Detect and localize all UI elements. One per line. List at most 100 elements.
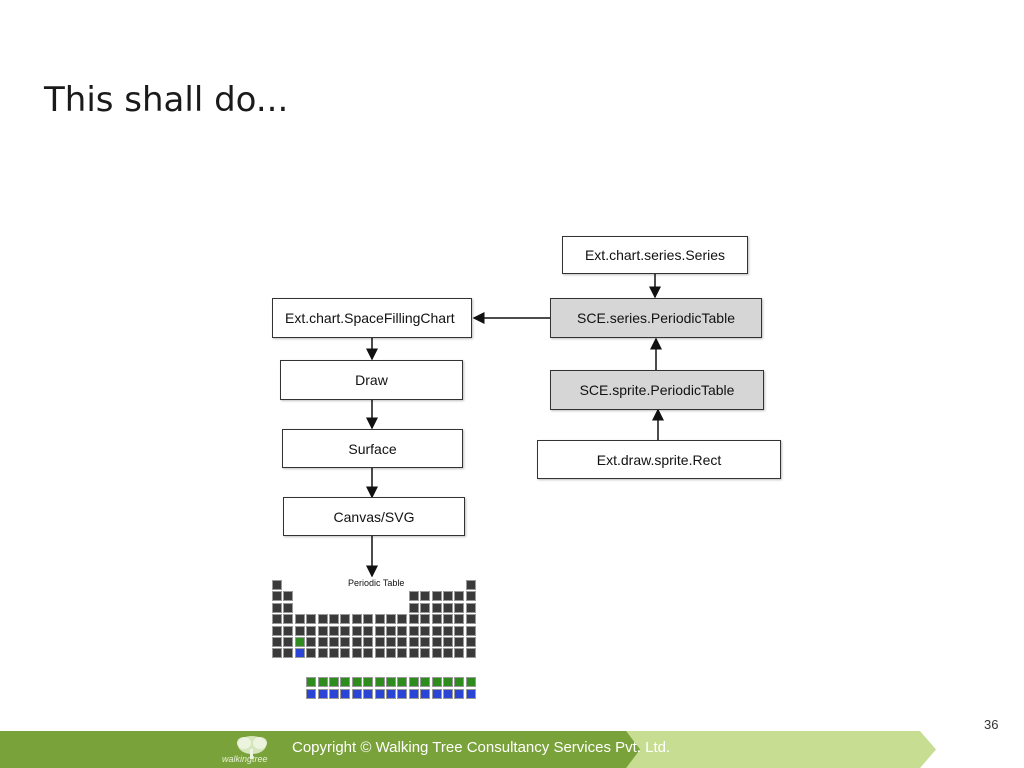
periodic-table-cell [420,625,431,636]
periodic-table-cell [465,591,476,602]
periodic-table-cell [272,637,282,647]
periodic-table-cell [465,688,476,699]
periodic-table-cell [317,614,328,625]
periodic-table-cell [363,648,374,659]
periodic-table-cell [374,625,385,636]
periodic-table-cell [397,688,408,699]
periodic-table-cell [454,591,465,602]
periodic-table-cell [306,648,317,659]
periodic-table-cell [294,614,305,625]
periodic-table-cell [306,677,317,688]
periodic-table-cell [408,688,419,699]
periodic-table-cell [351,677,362,688]
periodic-table-title: Periodic Table [348,578,405,588]
periodic-table-cell [408,625,419,636]
periodic-table-cell [272,591,282,602]
periodic-table-cell [351,688,362,699]
periodic-table-cell [283,614,294,625]
periodic-table-cell [420,648,431,659]
periodic-table-cell [317,625,328,636]
periodic-table-cell [431,625,442,636]
periodic-table-cell [374,688,385,699]
periodic-table-cell [443,614,453,625]
periodic-table-cell [431,688,442,699]
periodic-table-cell [465,637,476,647]
periodic-table-cell [272,580,282,590]
periodic-table-cell [340,648,351,659]
periodic-table-cell [351,648,362,659]
periodic-table-cell [329,648,339,659]
footer-banner [0,731,936,768]
periodic-table-cell [283,602,294,613]
periodic-table-cell [431,591,442,602]
periodic-table-cell [443,648,453,659]
periodic-table-cell [420,677,431,688]
periodic-table-cell [272,602,282,613]
logo-text: walkingtree [222,754,268,764]
node-sce-series-periodictable: SCE.series.PeriodicTable [550,298,762,338]
footer-copyright: Copyright © Walking Tree Consultancy Ser… [292,739,671,756]
periodic-table-cell [465,648,476,659]
periodic-table-cell [386,625,396,636]
periodic-table-cell [454,688,465,699]
periodic-table-cell [317,648,328,659]
periodic-table-cell [317,688,328,699]
periodic-table-cell [294,625,305,636]
node-draw: Draw [280,360,463,400]
periodic-table-cell [340,614,351,625]
periodic-table-cell [329,688,339,699]
periodic-table-cell [317,637,328,647]
periodic-table-cell [443,591,453,602]
periodic-table-cell [408,677,419,688]
periodic-table-cell [374,648,385,659]
periodic-table-cell [306,637,317,647]
node-sce-sprite-periodictable: SCE.sprite.PeriodicTable [550,370,764,410]
periodic-table-cell [397,625,408,636]
periodic-table-cell [374,677,385,688]
periodic-table-cell [351,614,362,625]
periodic-table-cell [329,677,339,688]
periodic-table-cell [408,602,419,613]
walking-tree-logo-icon [237,736,267,759]
periodic-table-cell [420,602,431,613]
periodic-table-cell [454,602,465,613]
periodic-table-cell [363,677,374,688]
periodic-table-cell [431,614,442,625]
periodic-table-cell [386,648,396,659]
periodic-table-cell [283,637,294,647]
periodic-table-cell [443,688,453,699]
periodic-table-cell [306,625,317,636]
periodic-table-cell [408,614,419,625]
periodic-table-cell [397,614,408,625]
periodic-table-cell [329,625,339,636]
periodic-table-cell [408,637,419,647]
periodic-table-cell [283,591,294,602]
periodic-table-cell [306,688,317,699]
node-ext-chart-series-series: Ext.chart.series.Series [562,236,748,274]
periodic-table-cell [454,648,465,659]
periodic-table-cell [272,648,282,659]
periodic-table-cell [397,648,408,659]
periodic-table-cell [465,614,476,625]
node-canvas-svg: Canvas/SVG [283,497,465,536]
periodic-table-cell [465,580,476,590]
periodic-table-cell [454,677,465,688]
periodic-table-cell [431,637,442,647]
periodic-table-cell [317,677,328,688]
periodic-table-cell [420,614,431,625]
periodic-table-cell [374,637,385,647]
periodic-table-cell [386,614,396,625]
periodic-table-cell [363,614,374,625]
periodic-table-cell [363,688,374,699]
periodic-table-cell [443,637,453,647]
node-surface: Surface [282,429,463,468]
periodic-table-cell [397,677,408,688]
periodic-table-cell [374,614,385,625]
periodic-table-cell [386,688,396,699]
periodic-table-cell [465,677,476,688]
periodic-table-cell [386,677,396,688]
node-ext-draw-sprite-rect: Ext.draw.sprite.Rect [537,440,781,479]
periodic-table-cell [306,614,317,625]
